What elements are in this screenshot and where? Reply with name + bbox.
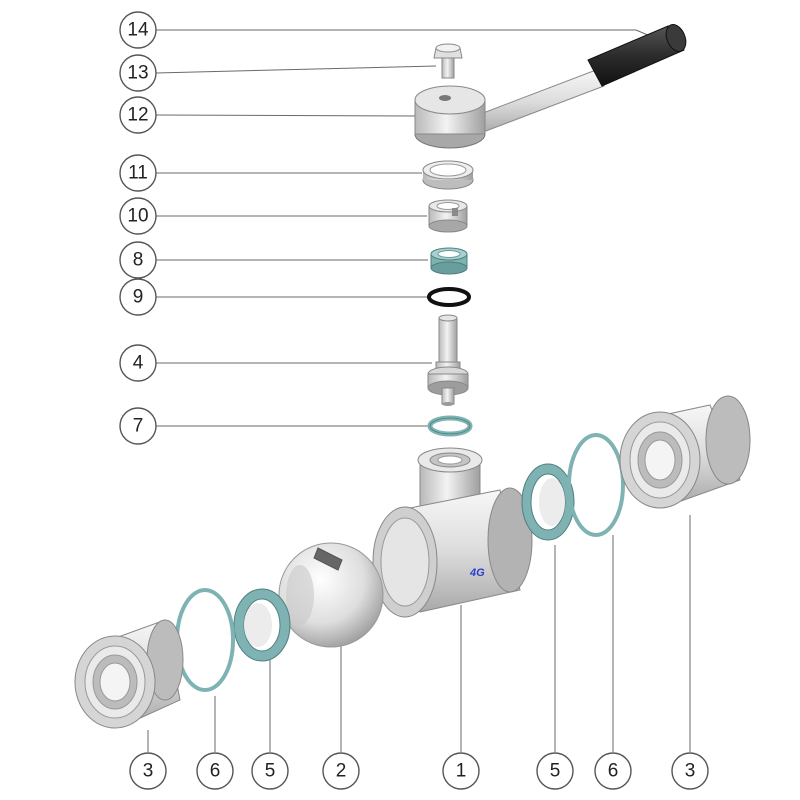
callout-bottom-1: 1 [442, 752, 480, 790]
callout-14: 14 [119, 11, 157, 49]
callout-label: 4 [133, 353, 144, 374]
part-3-end-connector-left [74, 619, 184, 729]
callout-bottom-6-right: 6 [594, 752, 632, 790]
part-10-bushing [428, 199, 468, 233]
leader-lines [147, 29, 691, 752]
part-3-end-connector-right [619, 395, 751, 509]
callout-label: 3 [143, 761, 154, 782]
callout-label: 8 [133, 250, 144, 271]
callout-label: 11 [128, 163, 148, 184]
part-1-body: 4G [372, 447, 533, 618]
callout-label: 12 [127, 105, 148, 126]
part-2-ball [278, 542, 384, 648]
callouts-bottom: 3 6 5 2 1 5 6 3 [129, 752, 709, 790]
part-5-seat-left [233, 588, 291, 662]
callout-label: 3 [685, 761, 696, 782]
callout-label: 2 [336, 761, 347, 782]
callout-label: 9 [133, 287, 144, 308]
callout-bottom-6-left: 6 [196, 752, 234, 790]
callout-label: 6 [210, 761, 221, 782]
callout-13: 13 [119, 54, 157, 92]
part-5-seat-right [521, 463, 575, 541]
part-9-o-ring [427, 287, 471, 307]
callout-label: 14 [127, 20, 149, 41]
part-4-stem [427, 314, 469, 406]
callout-8: 8 [119, 241, 157, 279]
part-7-thrust-washer [427, 415, 473, 437]
callout-label: 5 [550, 761, 561, 782]
part-14-grip [587, 24, 687, 87]
callout-label: 1 [456, 761, 467, 782]
callout-label: 5 [265, 761, 276, 782]
callout-10: 10 [119, 197, 157, 235]
callout-bottom-3-right: 3 [671, 752, 709, 790]
leader-13 [155, 65, 437, 74]
part-13-bolt [433, 43, 463, 79]
callout-12: 12 [119, 96, 157, 134]
brand-mark: 4G [469, 567, 485, 579]
callout-label: 7 [133, 416, 144, 437]
callout-9: 9 [119, 278, 157, 316]
part-6-gasket-right [567, 433, 625, 537]
callout-4: 4 [119, 344, 157, 382]
callout-7: 7 [119, 407, 157, 445]
leader-12 [155, 114, 419, 117]
callout-bottom-5-left: 5 [251, 752, 289, 790]
callout-label: 10 [127, 206, 148, 227]
part-11-ring [422, 160, 474, 190]
callout-bottom-3-left: 3 [129, 752, 167, 790]
callout-11: 11 [119, 154, 157, 192]
callout-label: 13 [127, 63, 148, 84]
callout-bottom-2: 2 [322, 752, 360, 790]
callout-label: 6 [608, 761, 619, 782]
part-6-gasket-left [175, 588, 235, 692]
part-8-seal-ring [430, 247, 468, 275]
callouts-left: 14 13 12 11 10 8 9 4 [119, 11, 157, 445]
callout-bottom-5-right: 5 [536, 752, 574, 790]
part-12-handle [414, 69, 605, 149]
